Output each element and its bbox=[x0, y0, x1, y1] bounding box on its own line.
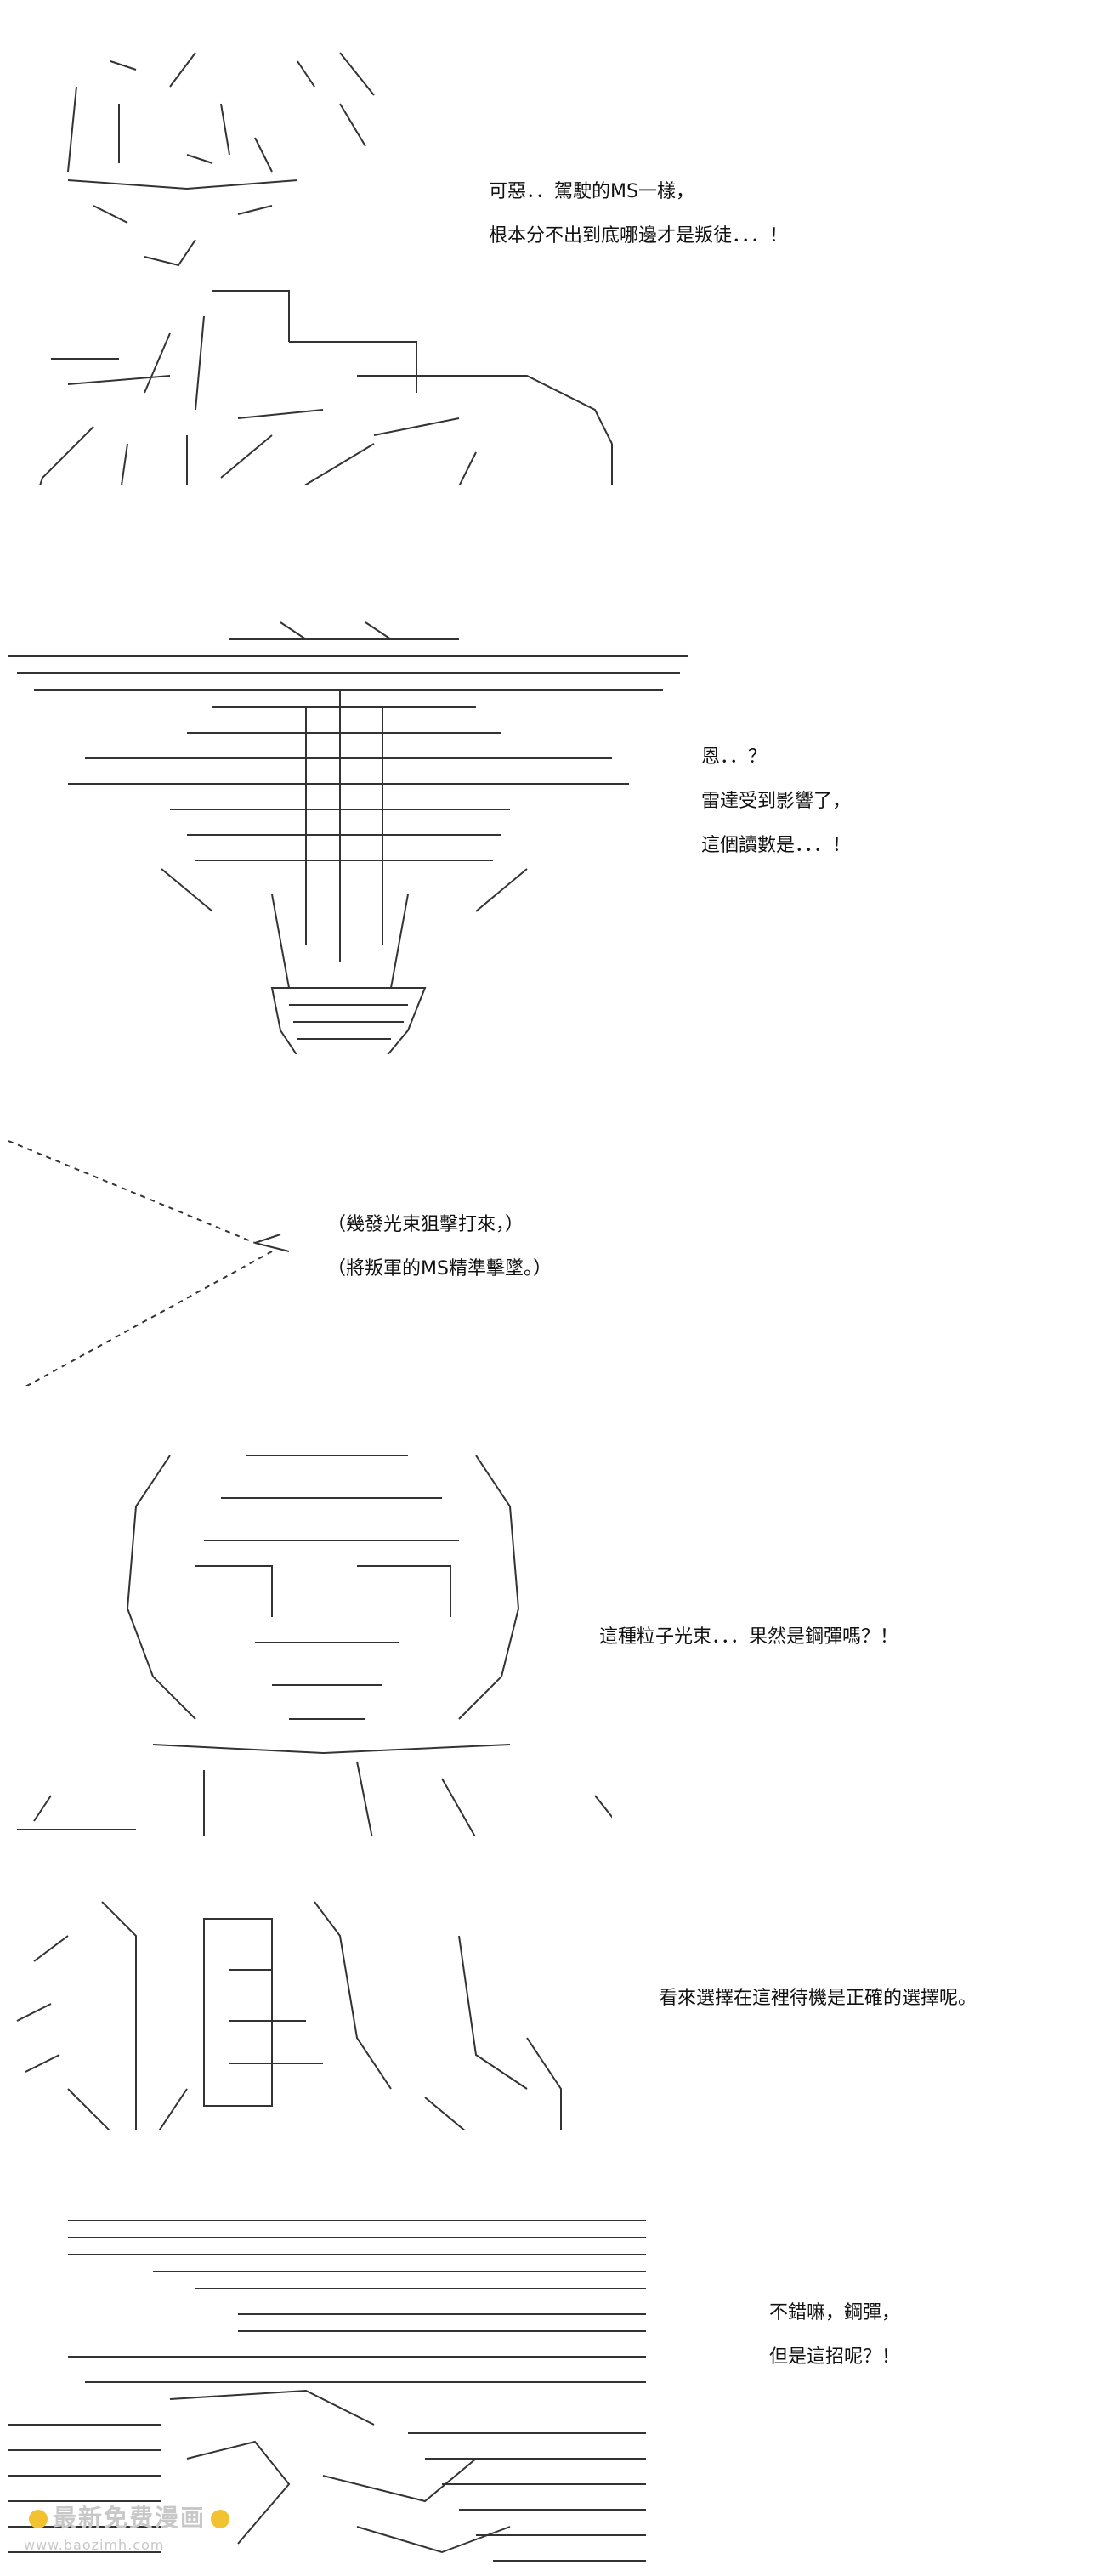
panel-3: （幾發光束狙擊打來，） （將叛軍的MS精準擊墜。） bbox=[0, 1097, 1105, 1394]
watermark-title-row: 最新免费漫画 bbox=[24, 2499, 279, 2533]
ascii-art-mobile-suit-front bbox=[0, 561, 697, 1054]
dialog-panel-6: 不錯嘛，鋼彈， 但是這招呢？！ bbox=[769, 2291, 900, 2380]
dialog-line: （將叛軍的MS精準擊墜。） bbox=[327, 1258, 552, 1279]
ascii-art-beam-shots bbox=[0, 1097, 323, 1386]
dialog-line: 雷達受到影響了， bbox=[701, 791, 852, 812]
ascii-art-pilot-helmet bbox=[0, 1411, 612, 1836]
dialog-line: 不錯嘛，鋼彈， bbox=[769, 2302, 901, 2324]
pointer-icon bbox=[29, 2510, 48, 2528]
dialog-line: 這個讀數是．．．！ bbox=[701, 835, 852, 856]
dialog-line: 可惡．．駕駛的MS一樣， bbox=[489, 181, 694, 202]
dialog-line: （幾發光束狙擊打來，） bbox=[327, 1214, 524, 1235]
ascii-art-gundam-closeup bbox=[0, 1858, 612, 2130]
ascii-art-gundam-firing bbox=[0, 2176, 663, 2576]
dialog-panel-2: 恩．．？ 雷達受到影響了， 這個讀數是．．．！ bbox=[701, 735, 851, 868]
dialog-panel-5: 看來選擇在這裡待機是正確的選擇呢。 bbox=[659, 1977, 977, 2021]
dialog-line: 恩．．？ bbox=[701, 746, 768, 768]
dialog-line: 但是這招呢？！ bbox=[769, 2346, 901, 2368]
panel-1: 可惡．．駕駛的MS一樣， 根本分不出到底哪邊才是叛徒．．．！ bbox=[0, 0, 1105, 493]
pointer-icon bbox=[211, 2510, 230, 2528]
watermark: 最新免费漫画 www.baozimh.com bbox=[24, 2499, 279, 2559]
dialog-panel-4: 這種粒子光束．．．果然是鋼彈嗎？！ bbox=[599, 1615, 898, 1660]
dialog-panel-3: （幾發光束狙擊打來，） （將叛軍的MS精準擊墜。） bbox=[327, 1203, 552, 1291]
panel-5: 看來選擇在這裡待機是正確的選擇呢。 bbox=[0, 1858, 1105, 2130]
panel-2: 恩．．？ 雷達受到影響了， 這個讀數是．．．！ bbox=[0, 544, 1105, 1054]
panel-4: 這種粒子光束．．．果然是鋼彈嗎？！ bbox=[0, 1411, 1105, 1836]
ascii-art-pilot bbox=[17, 9, 629, 485]
dialog-line: 這種粒子光束．．．果然是鋼彈嗎？！ bbox=[599, 1626, 899, 1648]
watermark-title: 最新免费漫画 bbox=[53, 2504, 207, 2532]
dialog-line: 看來選擇在這裡待機是正確的選擇呢。 bbox=[659, 1988, 978, 2009]
dialog-panel-1: 可惡．．駕駛的MS一樣， 根本分不出到底哪邊才是叛徒．．．！ bbox=[489, 170, 788, 258]
dialog-line: 根本分不出到底哪邊才是叛徒．．．！ bbox=[489, 225, 789, 247]
panel-6: 不錯嘛，鋼彈， 但是這招呢？！ bbox=[0, 2176, 1105, 2576]
watermark-url: www.baozimh.com bbox=[24, 2537, 165, 2553]
